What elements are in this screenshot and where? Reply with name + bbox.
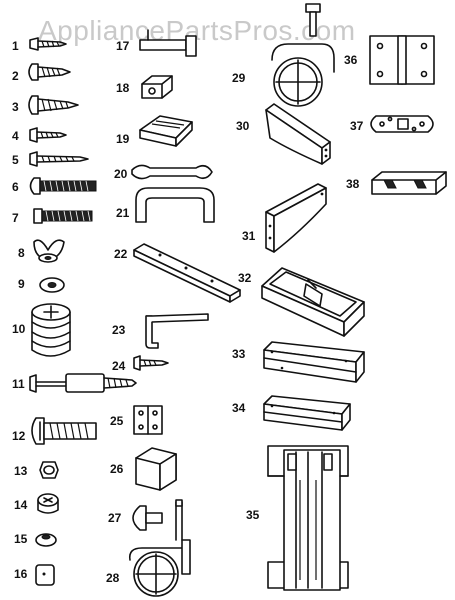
part-number-16: 16 bbox=[14, 567, 28, 581]
part-number-33: 33 bbox=[232, 347, 246, 361]
part-4-screw bbox=[29, 127, 67, 143]
part-number-4: 4 bbox=[12, 129, 19, 143]
part-number-21: 21 bbox=[116, 206, 130, 220]
part-18-clip bbox=[141, 75, 173, 99]
part-24-screw bbox=[133, 355, 169, 371]
part-number-14: 14 bbox=[14, 498, 28, 512]
part-number-19: 19 bbox=[116, 132, 130, 146]
part-13-nut bbox=[39, 461, 59, 479]
part-36-hinge bbox=[369, 35, 435, 85]
part-number-3: 3 bbox=[12, 100, 19, 114]
part-30-bracket bbox=[265, 103, 331, 165]
part-number-37: 37 bbox=[350, 119, 364, 133]
part-15-cap bbox=[35, 533, 57, 547]
part-21-handle bbox=[135, 187, 215, 223]
part-19-mounting-block bbox=[139, 115, 193, 147]
part-number-5: 5 bbox=[12, 153, 19, 167]
part-number-36: 36 bbox=[344, 53, 358, 67]
part-number-26: 26 bbox=[110, 462, 124, 476]
part-20-handle-plate bbox=[131, 164, 213, 180]
part-number-6: 6 bbox=[12, 180, 19, 194]
part-number-38: 38 bbox=[346, 177, 360, 191]
part-12-screw bbox=[31, 417, 97, 445]
part-5-screw bbox=[29, 151, 89, 167]
part-27-peg bbox=[132, 499, 183, 541]
part-number-13: 13 bbox=[14, 464, 28, 478]
part-number-8: 8 bbox=[18, 246, 25, 260]
part-number-27: 27 bbox=[108, 511, 122, 525]
part-33-drawer-slide bbox=[263, 341, 365, 383]
part-10-cam-lock bbox=[31, 303, 71, 357]
part-number-9: 9 bbox=[18, 277, 25, 291]
part-number-2: 2 bbox=[12, 69, 19, 83]
part-number-1: 1 bbox=[12, 39, 19, 53]
part-number-32: 32 bbox=[238, 271, 252, 285]
part-7-threaded-rod bbox=[33, 208, 93, 224]
part-37-mounting-plate bbox=[370, 115, 434, 133]
part-number-12: 12 bbox=[12, 429, 26, 443]
part-number-25: 25 bbox=[110, 414, 124, 428]
part-number-7: 7 bbox=[12, 211, 19, 225]
part-number-17: 17 bbox=[116, 39, 130, 53]
part-26-corner-block bbox=[135, 447, 177, 491]
part-number-34: 34 bbox=[232, 401, 246, 415]
part-9-washer bbox=[39, 277, 65, 293]
part-14-cam-knob bbox=[37, 493, 59, 514]
part-number-31: 31 bbox=[242, 229, 256, 243]
part-3-screw bbox=[28, 95, 79, 115]
part-38-channel-strip bbox=[371, 171, 447, 195]
part-28-caster bbox=[128, 539, 191, 597]
part-35-slide-assembly bbox=[267, 445, 349, 591]
part-16-square-cap bbox=[35, 564, 55, 586]
part-8-wing-nut bbox=[33, 239, 65, 263]
part-number-22: 22 bbox=[114, 247, 128, 261]
part-29-caster bbox=[271, 3, 335, 107]
part-31-bracket bbox=[265, 183, 327, 253]
part-34-drawer-slide bbox=[263, 395, 351, 431]
part-22-rail bbox=[133, 243, 241, 303]
part-number-24: 24 bbox=[112, 359, 126, 373]
part-2-screw bbox=[28, 63, 71, 81]
part-17-dowel-pin bbox=[139, 29, 197, 57]
part-11-connector-bolt bbox=[29, 373, 137, 393]
part-number-28: 28 bbox=[106, 571, 120, 585]
part-23-allen-wrench bbox=[145, 313, 209, 349]
part-number-18: 18 bbox=[116, 81, 130, 95]
part-number-35: 35 bbox=[246, 508, 260, 522]
part-number-15: 15 bbox=[14, 532, 28, 546]
part-1-screw bbox=[29, 37, 67, 51]
part-number-29: 29 bbox=[232, 71, 246, 85]
part-32-tray bbox=[261, 267, 365, 337]
part-number-10: 10 bbox=[12, 322, 26, 336]
part-number-20: 20 bbox=[114, 167, 128, 181]
part-6-bolt bbox=[29, 177, 97, 195]
part-number-30: 30 bbox=[236, 119, 250, 133]
part-number-23: 23 bbox=[112, 323, 126, 337]
part-number-11: 11 bbox=[12, 377, 25, 391]
part-25-hinge bbox=[133, 405, 163, 435]
